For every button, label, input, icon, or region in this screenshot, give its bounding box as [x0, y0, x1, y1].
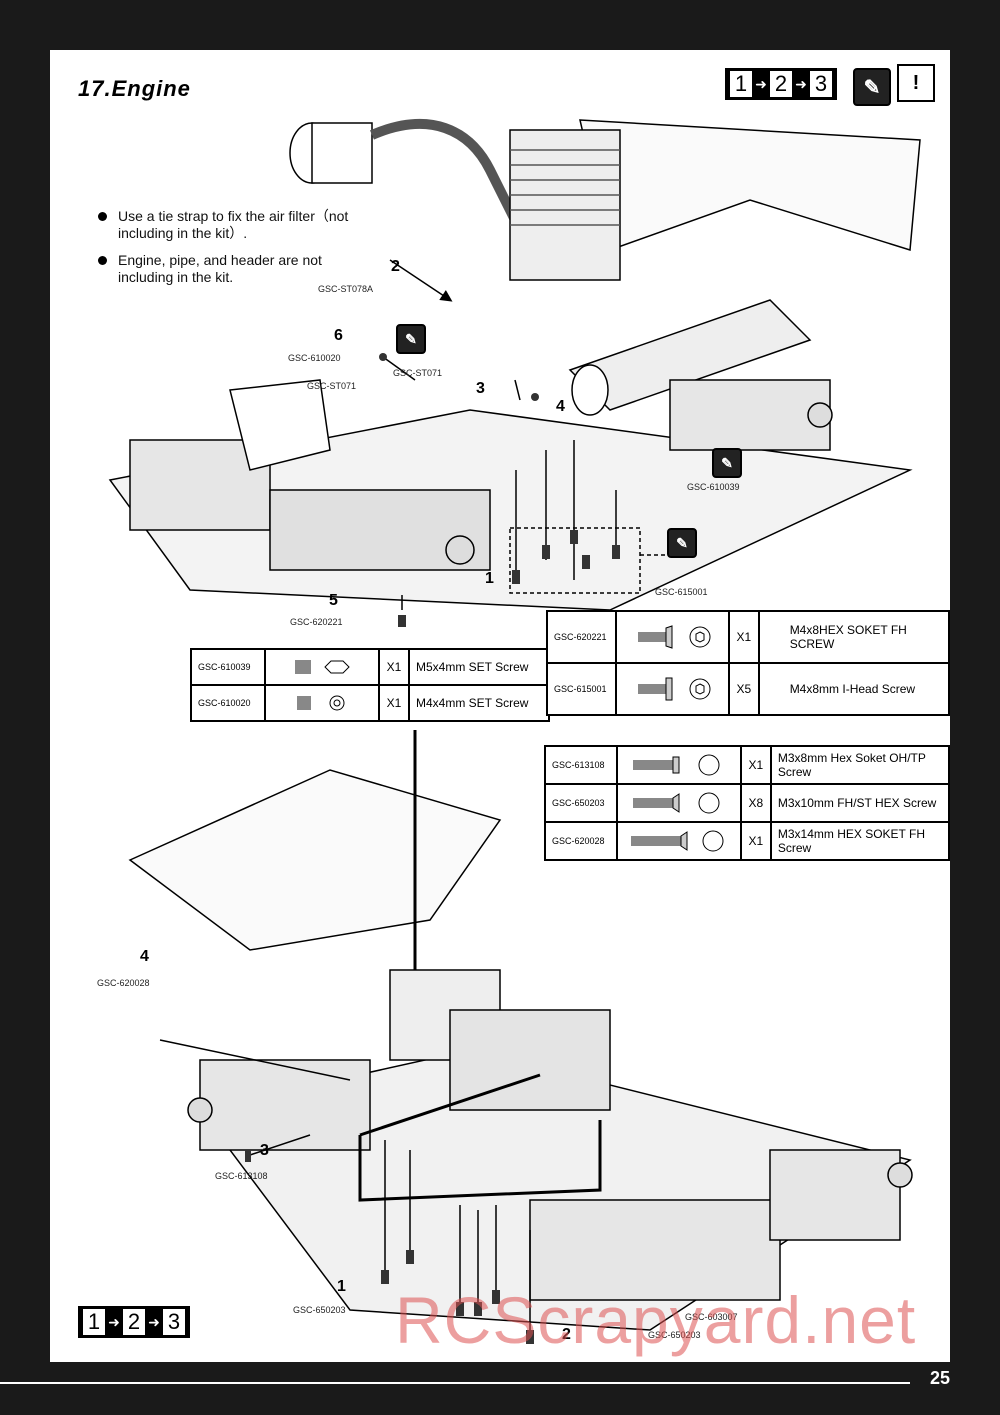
callout-gsc-603007: GSC-603007 [685, 1312, 738, 1322]
step-label: 1 [485, 570, 494, 587]
callout-gsc-620028: GSC-620028 [97, 978, 150, 988]
step-1: 1 [83, 1309, 105, 1335]
step-label: 2 [562, 1326, 571, 1343]
page-title: 17.Engine [78, 76, 191, 101]
table-row: GSC-650203 X8 M3x10mm FH/ST HEX Screw [543, 783, 951, 823]
table-row: GSC-613108 X1 M3x8mm Hex Soket OH/TP Scr… [543, 745, 951, 785]
step-label: 3 [260, 1142, 269, 1159]
step-label: 4 [556, 398, 565, 415]
callout-gsc-st071: GSC-ST071 [307, 381, 357, 391]
part-code: GSC-610039 [190, 648, 266, 686]
step-label: 3 [476, 380, 485, 397]
part-desc: M3x8mm Hex Soket OH/TP Screw [769, 745, 951, 785]
step-label: 1 [337, 1278, 346, 1295]
part-code: GSC-613108 [543, 745, 619, 785]
part-code: GSC-620028 [543, 821, 619, 861]
table-row: GSC-610039 X1 M5x4mm SET Screw [190, 648, 550, 686]
table-row: GSC-610020 X1 M4x4mm SET Screw [190, 684, 550, 722]
callout-gsc-610039: GSC-610039 [687, 482, 740, 492]
part-desc: M4x8mm I-Head Screw [757, 662, 951, 716]
part-qty: X8 [739, 783, 772, 823]
note-item: Engine, pipe, and header are not includi… [98, 252, 368, 286]
part-code: GSC-650203 [543, 783, 619, 823]
table-row: GSC-620221 X1 M4x8HEX SOKET FH SCREW [545, 610, 951, 664]
part-desc: M3x10mm FH/ST HEX Screw [769, 783, 951, 823]
callout-gsc-610020: GSC-610020 [288, 353, 341, 363]
parts-table-chassis-screws: GSC-613108 X1 M3x8mm Hex Soket OH/TP Scr… [543, 745, 951, 861]
thread-lock-icon: ✎ [712, 448, 742, 478]
part-qty: X1 [739, 821, 772, 861]
step-label: 6 [334, 327, 343, 344]
screw-icon [615, 662, 730, 716]
thread-lock-icon: ✎ [396, 324, 426, 354]
parts-table-mount-screws: GSC-620221 X1 M4x8HEX SOKET FH SCREW GSC… [545, 610, 951, 716]
callout-gsc-620221: GSC-620221 [290, 617, 343, 627]
callout-gsc-650203: GSC-650203 [648, 1330, 701, 1340]
callout-gsc-615001: GSC-615001 [655, 587, 708, 597]
notes-list: Use a tie strap to fix the air filter（no… [98, 208, 368, 296]
screw-icon [264, 648, 380, 686]
step-3: 3 [163, 1309, 185, 1335]
callout-gsc-613108: GSC-613108 [215, 1171, 268, 1181]
footer-divider [0, 1382, 910, 1384]
screw-icon [615, 610, 730, 664]
part-qty: X5 [727, 662, 760, 716]
step-label: 5 [329, 592, 338, 609]
table-row: GSC-615001 X5 M4x8mm I-Head Screw [545, 662, 951, 716]
part-code: GSC-610020 [190, 684, 266, 722]
table-row: GSC-620028 X1 M3x14mm HEX SOKET FH Screw [543, 821, 951, 861]
callout-gsc-650203: GSC-650203 [293, 1305, 346, 1315]
chassis-underside-diagram [128, 730, 913, 1344]
part-qty: X1 [378, 648, 410, 686]
part-desc: M4x8HEX SOKET FH SCREW [757, 610, 951, 664]
screw-icon [616, 783, 742, 823]
part-code: GSC-615001 [545, 662, 618, 716]
part-qty: X1 [739, 745, 772, 785]
screw-icon [616, 745, 742, 785]
part-desc: M5x4mm SET Screw [408, 648, 550, 686]
page-number: 25 [929, 1368, 950, 1388]
part-desc: M4x4mm SET Screw [408, 684, 550, 722]
part-qty: X1 [378, 684, 410, 722]
part-code: GSC-620221 [545, 610, 618, 664]
part-qty: X1 [727, 610, 760, 664]
screw-icon [616, 821, 742, 861]
caution-icon: ! [897, 64, 935, 102]
parts-table-set-screws: GSC-610039 X1 M5x4mm SET Screw GSC-61002… [190, 648, 550, 722]
step-3: 3 [810, 71, 832, 97]
step-indicator-bottom: 1➜ 2➜ 3 [78, 1306, 190, 1338]
callout-gsc-st071: GSC-ST071 [393, 368, 443, 378]
step-indicator-top: 1➜ 2➜ 3 [725, 68, 837, 100]
watermark: RCScrapyard.net [395, 1283, 917, 1357]
callout-gsc-st078a: GSC-ST078A [318, 284, 374, 294]
part-desc: M3x14mm HEX SOKET FH Screw [769, 821, 951, 861]
engine-mount-diagram [108, 118, 921, 627]
step-label: 4 [140, 948, 149, 965]
manual-page: 17.Engine 1➜ 2➜ 3 ✎ ! Use a tie strap to… [50, 50, 951, 1362]
step-label: 2 [391, 258, 400, 275]
thread-lock-icon: ✎ [667, 528, 697, 558]
screw-icon [264, 684, 380, 722]
step-2: 2 [770, 71, 792, 97]
thread-lock-icon: ✎ [853, 68, 891, 106]
step-1: 1 [730, 71, 752, 97]
note-item: Use a tie strap to fix the air filter（no… [98, 208, 368, 242]
step-2: 2 [123, 1309, 145, 1335]
